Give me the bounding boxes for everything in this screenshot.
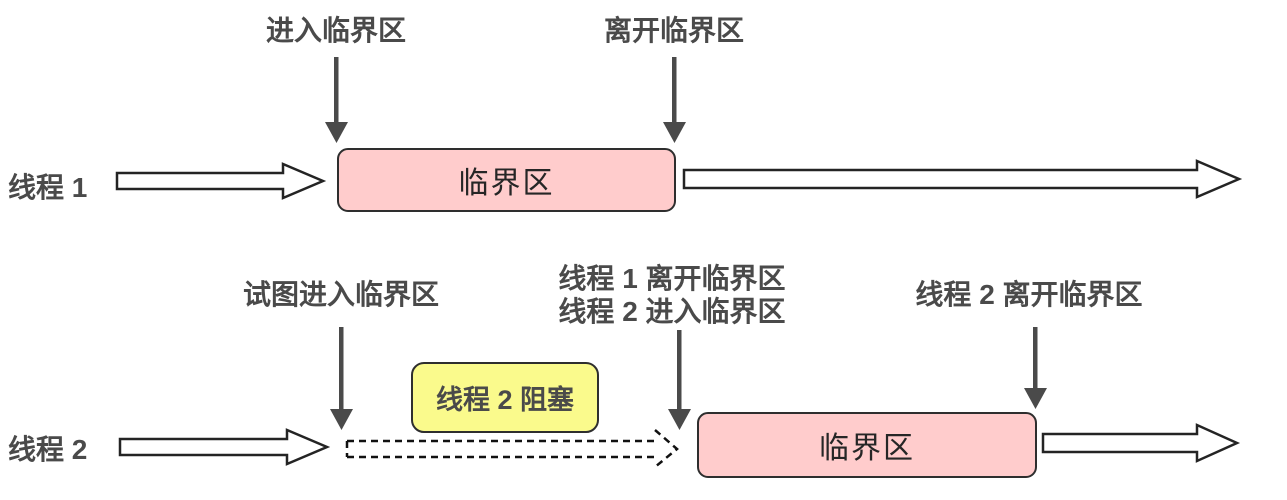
- label-handoff: 线程 1 离开临界区 线程 2 进入临界区: [558, 262, 785, 328]
- thread2-flow-arrow-before-icon: [118, 428, 331, 466]
- thread2-label: 线程 2: [8, 434, 88, 465]
- label-thread2-leave-critical-section: 线程 2 离开临界区: [915, 279, 1143, 310]
- enter-critical-down-arrow-icon: [325, 57, 348, 143]
- label-enter-critical-section: 进入临界区: [265, 15, 407, 46]
- label-handoff-line1: 线程 1 离开临界区: [558, 263, 786, 294]
- leave-critical-down-arrow-icon: [663, 57, 686, 143]
- label-attempt-enter-critical-section: 试图进入临界区: [242, 279, 440, 310]
- thread1-critical-section-text: 临界区: [458, 167, 555, 200]
- handoff-down-arrow-icon: [668, 330, 691, 430]
- attempt-enter-down-arrow-icon: [330, 327, 353, 430]
- thread1-flow-arrow-after-icon: [682, 159, 1243, 199]
- thread2-leave-down-arrow-icon: [1024, 327, 1047, 409]
- thread2-critical-section-text: 临界区: [819, 432, 915, 465]
- label-leave-critical-section: 离开临界区: [603, 15, 745, 46]
- thread1-critical-section-box: 临界区: [337, 148, 676, 212]
- thread1-flow-arrow-before-icon: [115, 162, 327, 200]
- thread2-blocked-dashed-arrow-icon: [345, 429, 679, 468]
- thread2-blocked-box: 线程 2 阻塞: [411, 362, 599, 433]
- thread2-flow-arrow-after-icon: [1041, 423, 1241, 463]
- thread2-blocked-text: 线程 2 阻塞: [435, 385, 575, 415]
- label-handoff-line2: 线程 2 进入临界区: [558, 296, 786, 327]
- thread1-label: 线程 1: [8, 172, 88, 203]
- thread2-critical-section-box: 临界区: [697, 412, 1037, 478]
